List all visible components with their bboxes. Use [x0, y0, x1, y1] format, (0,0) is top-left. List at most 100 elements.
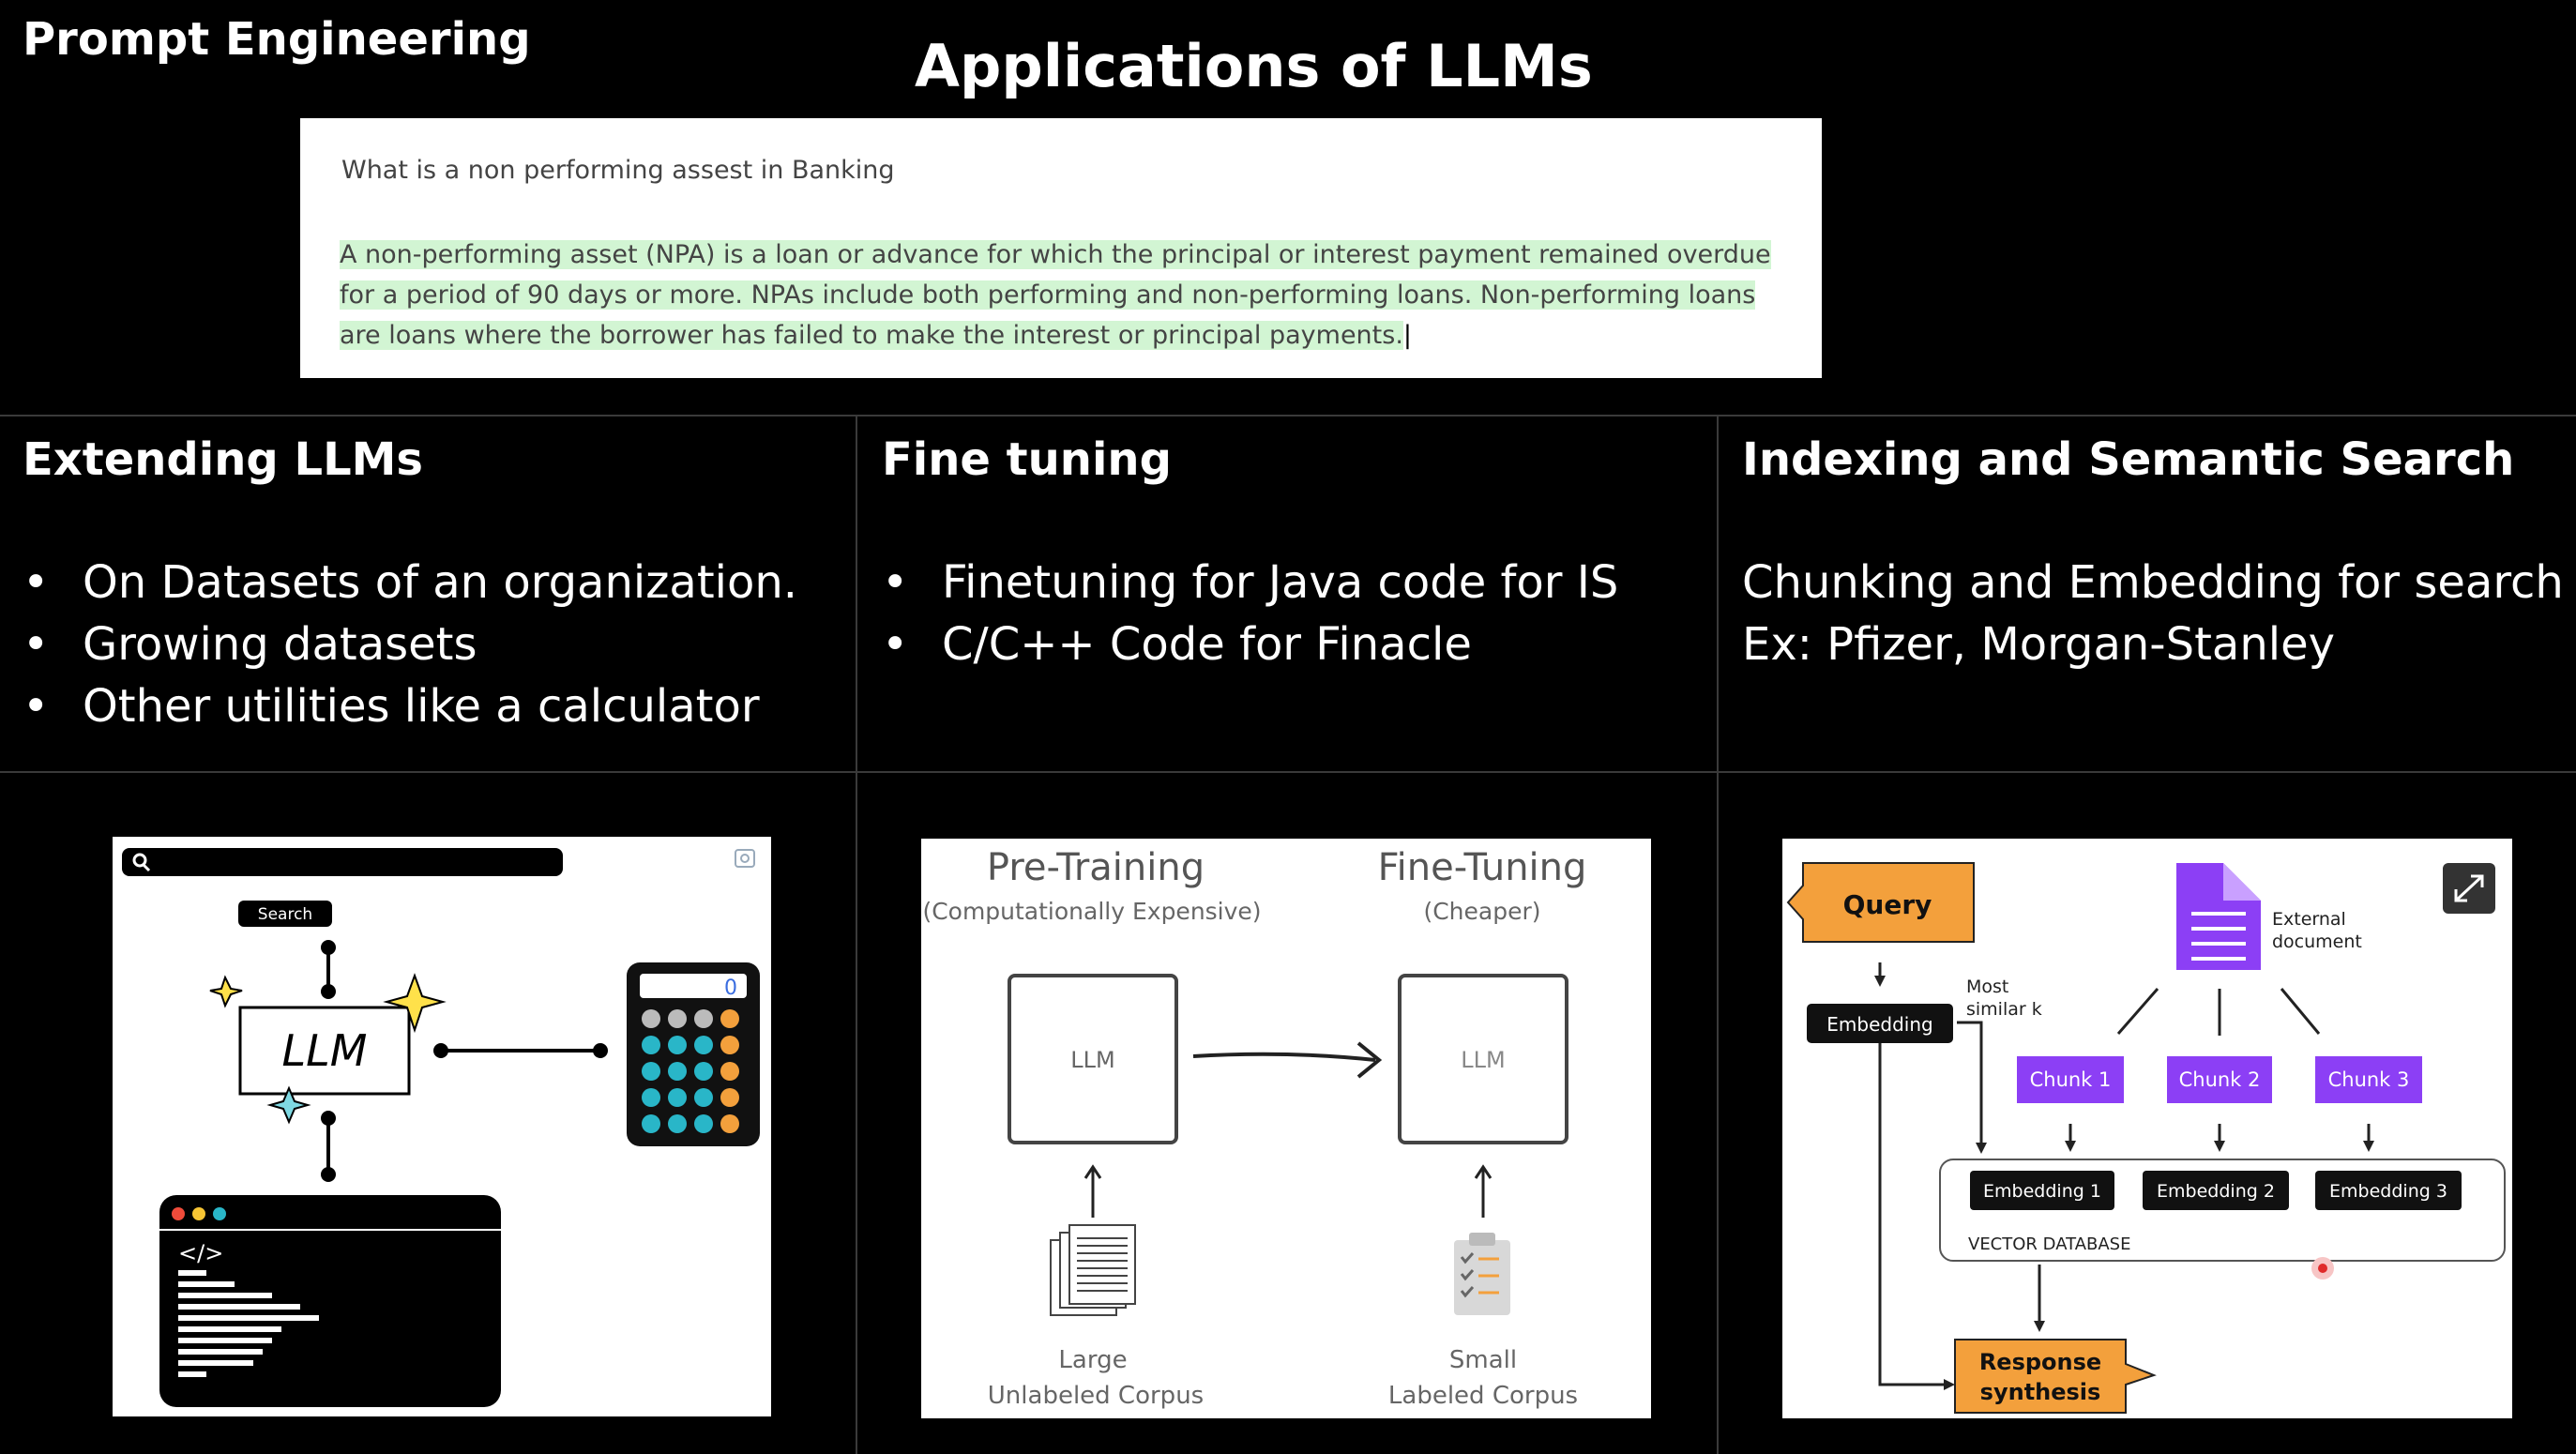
pretraining-title: Pre-Training [987, 846, 1205, 889]
chat-answer-text: A non-performing asset (NPA) is a loan o… [340, 240, 1771, 350]
calculator-key [642, 1114, 660, 1133]
corpus-right-line2: Labeled Corpus [1388, 1382, 1578, 1410]
divider-top [0, 415, 2576, 417]
search-bar [122, 848, 563, 876]
calculator-key [642, 1036, 660, 1054]
chunk-2-label: Chunk 2 [2179, 1068, 2261, 1091]
divider-middle [0, 771, 2576, 773]
llm-box-label: LLM [282, 1025, 368, 1076]
finetuning-bullets: Finetuning for Java code for IS C/C++ Co… [882, 552, 1618, 675]
calculator-key [668, 1009, 687, 1028]
pretraining-subtitle: (Computationally Expensive) [922, 898, 1261, 925]
response-line1: Response [1979, 1349, 2101, 1375]
embedding-2-box [2143, 1171, 2289, 1210]
indexing-line-2: Ex: Pfizer, Morgan-Stanley [1742, 618, 2336, 671]
indexing-line-1: Chunking and Embedding for search [1742, 556, 2564, 609]
response-synthesis-box [1954, 1339, 2157, 1414]
bullet-item: On Datasets of an organization. [23, 552, 797, 613]
chunk-1-box [2017, 1056, 2124, 1103]
query-box [1786, 862, 1975, 943]
document-icon [2176, 863, 2261, 970]
llm-label-left: LLM [1070, 1047, 1114, 1073]
llm-tools-sketch: Search LLM 0 </> [113, 837, 771, 1416]
section-label-prompt-engineering: Prompt Engineering [23, 13, 531, 66]
arrow-pretrain-to-finetune [1192, 1052, 1376, 1062]
query-embedding-box [1807, 1004, 1953, 1043]
divider-col-2 [1717, 417, 1719, 1454]
calculator-key [642, 1009, 660, 1028]
chunk-3-label: Chunk 3 [2328, 1068, 2410, 1091]
embedding-3-box [2315, 1171, 2462, 1210]
search-button-sketch [238, 901, 332, 927]
sparkle-icon [209, 975, 243, 1008]
sparkle-icon [383, 973, 447, 1034]
query-embedding-label: Embedding [1826, 1013, 1932, 1036]
external-doc-line2: document [2272, 931, 2362, 952]
bullet-item: C/C++ Code for Finacle [882, 613, 1618, 675]
vector-db-label: VECTOR DATABASE [1968, 1234, 2130, 1254]
most-similar-line2: similar k [1966, 999, 2042, 1020]
scan-icon [735, 849, 755, 868]
chat-question: What is a non performing assest in Banki… [341, 156, 895, 185]
page-title: Applications of LLMs [915, 32, 1593, 100]
code-window-icon: </> [159, 1195, 501, 1407]
chat-example-panel: What is a non performing assest in Banki… [300, 118, 1822, 378]
response-line2: synthesis [1980, 1379, 2101, 1405]
clipboard-checklist-icon [1454, 1233, 1510, 1315]
expand-icon[interactable] [2443, 863, 2495, 914]
sparkle-icon [266, 1085, 311, 1125]
finetuning-subtitle: (Cheaper) [1423, 898, 1540, 925]
llm-box [238, 1006, 411, 1096]
extending-bullets: On Datasets of an organization. Growing … [23, 552, 797, 737]
bullet-item: Finetuning for Java code for IS [882, 552, 1618, 613]
rag-diagram: Query Embedding Most similar k External … [1782, 839, 2512, 1418]
corpus-right-line1: Small [1449, 1346, 1517, 1374]
external-doc-line1: External [2272, 909, 2346, 930]
calculator-icon: 0 [627, 962, 760, 1146]
calculator-key [668, 1088, 687, 1107]
search-icon [132, 853, 151, 872]
chunk-1-label: Chunk 1 [2030, 1068, 2112, 1091]
section-title-indexing: Indexing and Semantic Search [1742, 433, 2515, 486]
text-cursor: | [1402, 321, 1413, 350]
section-title-finetuning: Fine tuning [882, 433, 1172, 486]
query-label: Query [1843, 889, 1932, 920]
chat-answer: A non-performing asset (NPA) is a loan o… [340, 235, 1784, 356]
calculator-key [642, 1088, 660, 1107]
calculator-key [668, 1114, 687, 1133]
chunk-3-box [2315, 1056, 2422, 1103]
search-button-label: Search [258, 905, 312, 924]
calculator-display: 0 [724, 977, 737, 1000]
calculator-key [694, 1062, 713, 1081]
bullet-item: Other utilities like a calculator [23, 675, 797, 737]
calculator-key [668, 1062, 687, 1081]
llm-box-pretrain [1008, 974, 1178, 1144]
embedding-3-label: Embedding 3 [2329, 1181, 2447, 1202]
bullet-item: Growing datasets [23, 613, 797, 675]
calculator-key [720, 1062, 739, 1081]
finetuning-diagram: Pre-Training (Computationally Expensive)… [921, 839, 1651, 1418]
calculator-key [720, 1009, 739, 1028]
calculator-key [694, 1036, 713, 1054]
calculator-key [694, 1088, 713, 1107]
most-similar-line1: Most [1966, 977, 2008, 997]
divider-col-1 [856, 417, 857, 1454]
calculator-key [720, 1114, 739, 1133]
llm-label-right: LLM [1461, 1047, 1505, 1073]
calculator-key [668, 1036, 687, 1054]
embedding-1-label: Embedding 1 [1983, 1181, 2101, 1202]
llm-box-finetune [1398, 974, 1568, 1144]
calculator-key [720, 1088, 739, 1107]
calculator-key [720, 1036, 739, 1054]
embedding-2-label: Embedding 2 [2157, 1181, 2275, 1202]
finetuning-title: Fine-Tuning [1378, 846, 1587, 889]
documents-icon [1050, 1224, 1136, 1316]
code-tag: </> [178, 1240, 223, 1266]
calculator-key [642, 1062, 660, 1081]
calculator-key [694, 1114, 713, 1133]
chunk-2-box [2167, 1056, 2272, 1103]
section-title-extending: Extending LLMs [23, 433, 423, 486]
corpus-left-line2: Unlabeled Corpus [988, 1382, 1204, 1410]
calculator-key [694, 1009, 713, 1028]
corpus-left-line1: Large [1058, 1346, 1127, 1374]
